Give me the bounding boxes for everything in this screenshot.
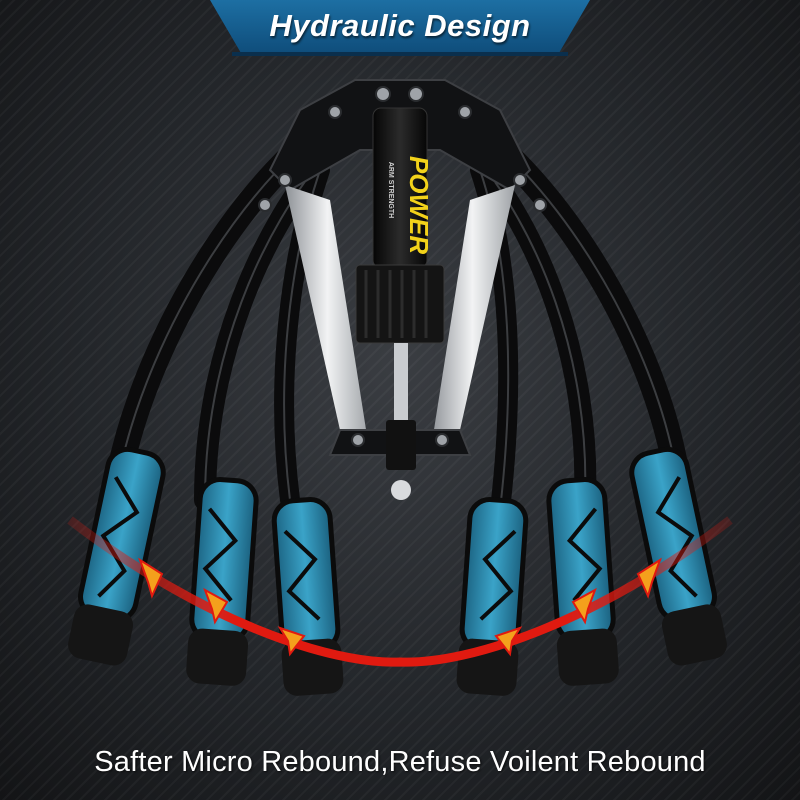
- cylinder-brand: POWER: [404, 156, 434, 254]
- hydraulic-cylinder: POWER ARM STRENGTH: [355, 107, 445, 500]
- caption-text: Safter Micro Rebound,Refuse Voilent Rebo…: [94, 746, 706, 778]
- banner-title: Hydraulic Design: [269, 8, 531, 43]
- bolt-icons: [258, 86, 547, 447]
- header-banner: Hydraulic Design: [210, 0, 590, 52]
- banner-shadow: [232, 52, 568, 56]
- cylinder-subtitle: ARM STRENGTH: [387, 162, 394, 218]
- rebound-arrow-icon: [67, 516, 733, 667]
